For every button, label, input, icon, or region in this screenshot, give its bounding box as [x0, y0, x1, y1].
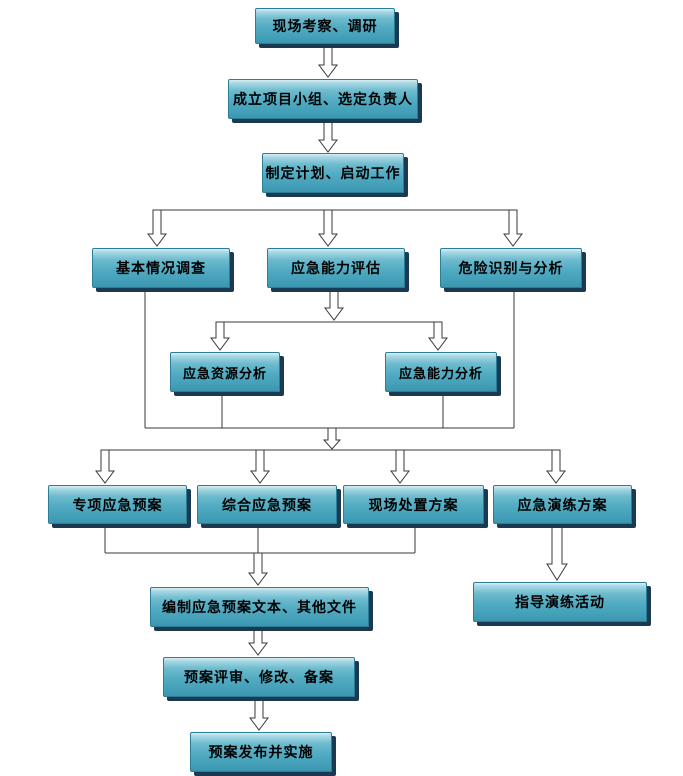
hollow-down-arrow-icon: [318, 119, 338, 153]
hollow-down-arrow-icon: [248, 552, 268, 586]
hollow-down-arrow-icon: [249, 696, 269, 731]
flow-node-make-plan: 制定计划、启动工作: [262, 153, 404, 193]
flow-node-form-team: 成立项目小组、选定负责人: [228, 79, 418, 119]
flow-node-capability-assess: 应急能力评估: [267, 248, 405, 288]
hollow-down-arrow-icon: [428, 321, 448, 351]
flow-node-drill-plan: 应急演练方案: [493, 485, 632, 524]
hollow-down-arrow-icon: [503, 209, 523, 247]
down-arrows: [95, 44, 568, 731]
hollow-down-arrow-icon: [322, 427, 342, 450]
flow-node-site-survey: 现场考察、调研: [255, 8, 395, 44]
hollow-down-arrow-icon: [318, 209, 338, 247]
hollow-down-arrow-icon: [250, 449, 270, 484]
hollow-down-arrow-icon: [546, 449, 566, 484]
hollow-down-arrow-icon: [324, 287, 344, 321]
flow-node-review-plan: 预案评审、修改、备案: [163, 657, 355, 697]
hollow-down-arrow-icon: [147, 209, 167, 247]
flow-node-special-plan: 专项应急预案: [48, 485, 187, 524]
flow-node-guide-drill: 指导演练活动: [473, 582, 647, 622]
hollow-down-arrow-icon: [318, 44, 338, 78]
flow-node-comprehensive-plan: 综合应急预案: [197, 485, 337, 524]
flow-node-resource-analysis: 应急资源分析: [170, 352, 280, 392]
hollow-down-arrow-icon: [248, 626, 268, 656]
flow-node-compile-docs: 编制应急预案文本、其他文件: [150, 587, 369, 627]
hollow-down-arrow-icon: [390, 449, 410, 484]
flow-node-basic-survey: 基本情况调查: [92, 248, 230, 288]
flow-node-publish-plan: 预案发布并实施: [190, 732, 332, 772]
flow-node-hazard-id: 危险识别与分析: [440, 248, 582, 288]
hollow-down-arrow-icon: [210, 321, 230, 351]
hollow-down-arrow-icon: [95, 449, 115, 484]
flow-node-capability-analysis: 应急能力分析: [385, 352, 497, 392]
hollow-down-arrow-icon: [546, 522, 568, 581]
flow-node-onsite-plan: 现场处置方案: [343, 485, 484, 524]
